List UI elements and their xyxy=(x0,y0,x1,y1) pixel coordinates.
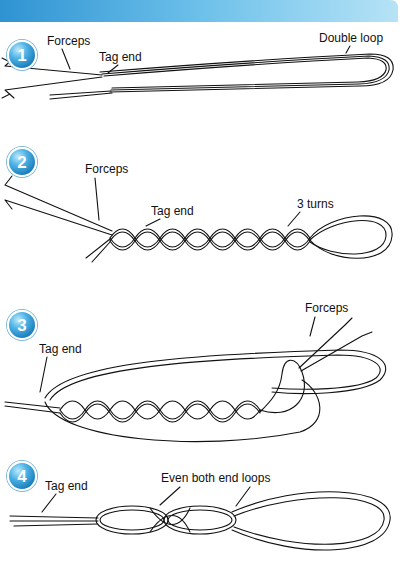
step-number: 3 xyxy=(17,317,26,334)
twisted-strand xyxy=(60,401,260,419)
line-strand xyxy=(10,516,98,526)
leader-line xyxy=(40,357,47,392)
knot-lobe xyxy=(96,506,168,534)
step-number: 1 xyxy=(17,47,26,64)
callout-label: Tag end xyxy=(44,479,89,493)
twisted-strand xyxy=(110,232,310,250)
leader-line xyxy=(346,46,350,53)
twisted-strand xyxy=(60,401,260,419)
double-loop xyxy=(102,56,389,90)
step-number-badge: 3 xyxy=(7,310,37,340)
line-strand xyxy=(50,91,112,99)
end-loop xyxy=(232,492,390,550)
callout-label: Forceps xyxy=(84,162,129,176)
line-strand xyxy=(86,239,110,262)
leader-line xyxy=(160,487,180,505)
big-loop xyxy=(50,355,380,400)
leader-line xyxy=(236,487,250,506)
step-number: 2 xyxy=(17,154,26,171)
leader-line xyxy=(62,49,70,69)
step-2-drawing xyxy=(5,176,392,262)
double-loop xyxy=(100,54,393,92)
step-number-badge: 2 xyxy=(7,147,37,177)
double-loop xyxy=(104,58,386,88)
callout-label: Even both end loops xyxy=(160,471,271,485)
twisted-strand xyxy=(110,232,310,250)
end-loop xyxy=(310,216,392,258)
step-number-badge: 4 xyxy=(7,461,37,491)
forceps xyxy=(5,176,112,235)
step-number: 4 xyxy=(17,468,26,485)
twisted-strand xyxy=(110,229,310,247)
twisted-strand xyxy=(110,229,310,247)
step-3-drawing xyxy=(5,317,386,442)
knot-lobe xyxy=(164,506,236,534)
callout-label: Forceps xyxy=(304,301,349,315)
leader-line xyxy=(95,178,99,220)
callout-label: Tag end xyxy=(98,50,143,64)
end-loop xyxy=(260,360,304,412)
leader-line xyxy=(288,212,300,226)
callout-label: Tag end xyxy=(150,204,195,218)
leader-line xyxy=(146,219,160,226)
end-loop xyxy=(234,498,384,545)
knot-crossing xyxy=(150,508,190,532)
callout-label: 3 turns xyxy=(296,197,335,211)
callout-label: Tag end xyxy=(38,342,83,356)
twisted-strand xyxy=(60,404,260,422)
leader-line xyxy=(42,494,56,512)
header-bar xyxy=(0,0,398,22)
big-loop xyxy=(45,380,320,442)
big-loop xyxy=(45,350,386,398)
step-1-drawing xyxy=(2,46,393,99)
forceps xyxy=(299,318,372,371)
leader-line xyxy=(310,317,315,336)
leader-line xyxy=(108,65,118,73)
step-4-drawing xyxy=(10,487,390,550)
line-strand xyxy=(5,402,60,413)
callout-label: Double loop xyxy=(318,31,384,45)
knot-lobe xyxy=(168,510,232,530)
end-loop xyxy=(310,221,386,254)
callout-label: Forceps xyxy=(46,34,91,48)
step-number-badge: 1 xyxy=(7,40,37,70)
